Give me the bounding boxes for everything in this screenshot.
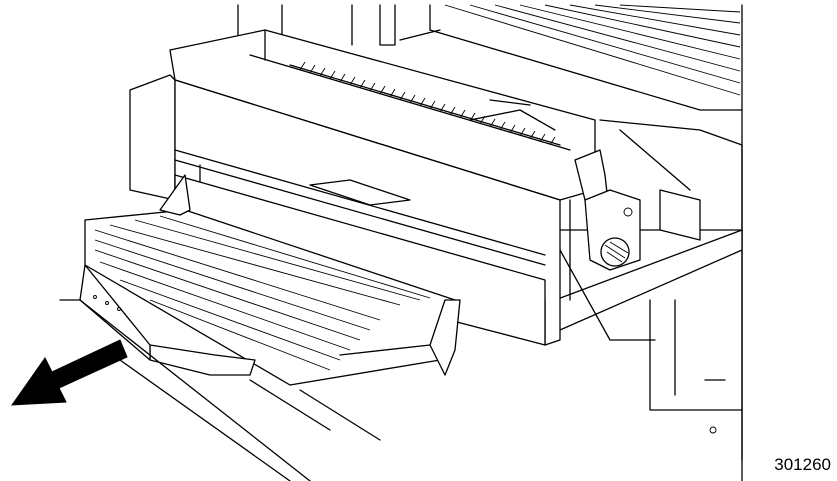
figure-reference-number: 301260: [774, 455, 831, 474]
vent-slats: [444, 4, 741, 96]
tray-ribs: [94, 215, 431, 371]
printer-base: [59, 264, 381, 481]
pull-direction-arrow-icon: [10, 339, 128, 406]
heat-roller-teeth: [299, 61, 556, 146]
printer-frame: [554, 4, 743, 481]
output-tray: [84, 174, 461, 386]
fuser-latch: [569, 149, 701, 301]
upper-housing: [237, 4, 743, 191]
